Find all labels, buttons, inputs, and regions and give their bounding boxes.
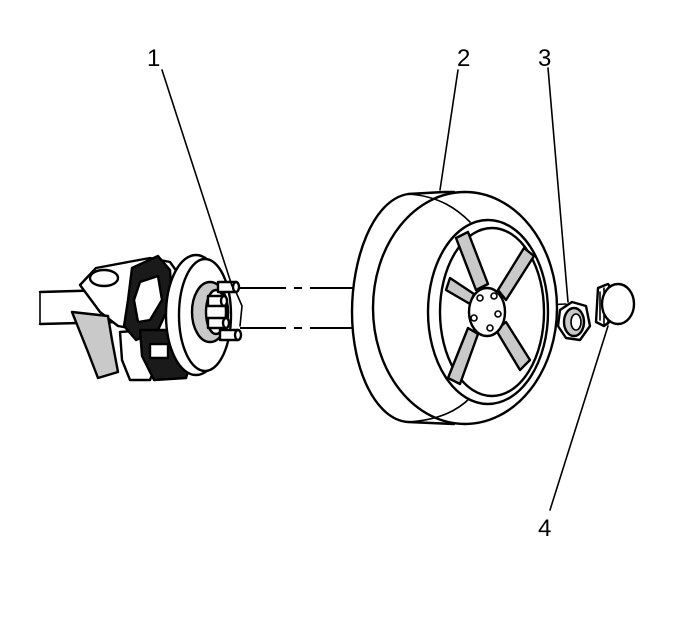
wheel-nut-cap: [594, 282, 636, 328]
callout-4: 4: [538, 515, 551, 542]
axle-suspension-assembly: [38, 253, 243, 382]
leader-4: [549, 325, 609, 511]
leader-2: [439, 69, 459, 191]
callout-2: 2: [457, 45, 470, 72]
tire-and-wheel: [350, 190, 559, 426]
callout-leaders: [161, 67, 609, 511]
wheel-nut: [556, 300, 592, 342]
leader-3: [547, 67, 569, 303]
leader-1: [161, 69, 233, 287]
wheel-spokes: [444, 230, 536, 386]
callout-labels: 1 2 3 4: [147, 45, 551, 542]
callout-3: 3: [538, 45, 551, 72]
callout-1: 1: [147, 45, 160, 72]
